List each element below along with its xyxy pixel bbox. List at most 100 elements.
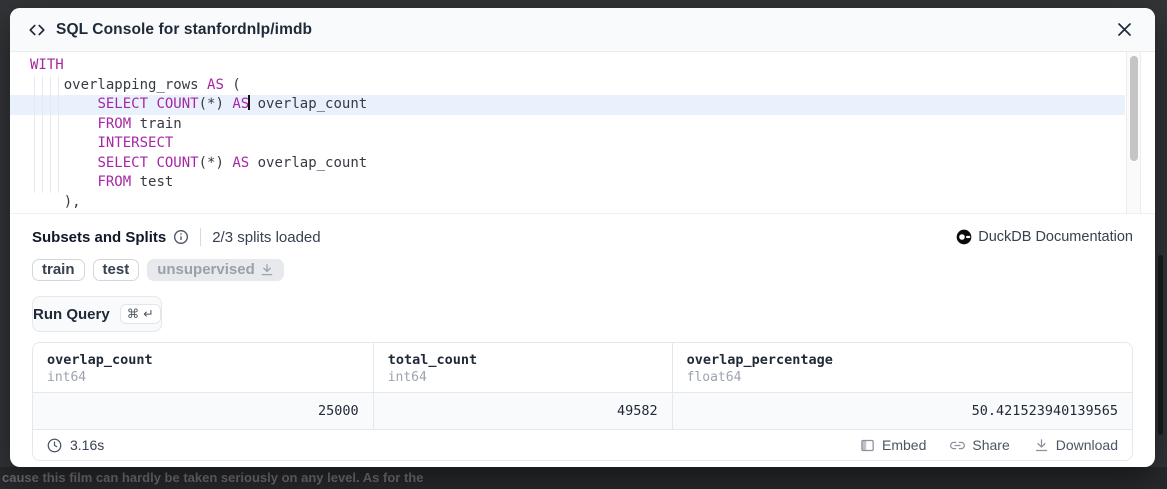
share-button[interactable]: Share [950, 437, 1010, 453]
editor-scrollbar-thumb[interactable] [1130, 56, 1138, 161]
download-icon [1034, 438, 1049, 453]
sql-keyword: AS [207, 76, 224, 93]
modal-header: SQL Console for stanfordnlp/imdb [10, 8, 1155, 52]
split-label: test [102, 261, 130, 278]
indent-guide [50, 76, 51, 193]
sql-text: ), [30, 193, 81, 210]
sql-keyword: WITH [30, 57, 64, 73]
code-line-active: SELECT COUNT(*) AS overlap_count [10, 95, 1125, 115]
download-label: Download [1055, 437, 1118, 453]
split-button-train[interactable]: train [32, 259, 85, 281]
close-button[interactable] [1111, 17, 1137, 43]
sql-editor[interactable]: WITH overlapping_rows AS ( SELECT COUNT(… [10, 52, 1155, 214]
duckdb-docs-label: DuckDB Documentation [978, 229, 1133, 245]
modal-title: SQL Console for stanfordnlp/imdb [56, 20, 313, 38]
sql-text [30, 116, 97, 132]
sql-text: train [131, 115, 182, 132]
sql-keyword: FROM [97, 174, 132, 190]
subsets-row: Subsets and Splits 2/3 splits loaded Duc… [32, 226, 1133, 248]
sql-text: test [131, 174, 174, 190]
sql-keyword: COUNT [156, 154, 199, 171]
keyboard-shortcut-badge: ⌘ ↵ [119, 304, 161, 324]
sql-text: overlap_count [249, 154, 368, 171]
sql-text: overlapping_rows [30, 76, 208, 93]
info-icon[interactable] [173, 229, 189, 245]
embed-button[interactable]: Embed [860, 437, 926, 453]
duckdb-logo-icon [956, 229, 972, 245]
code-line: SELECT COUNT(*) AS overlap_count [10, 154, 1125, 174]
split-button-test[interactable]: test [92, 259, 140, 281]
sql-console-modal: SQL Console for stanfordnlp/imdb WITH ov… [10, 8, 1155, 467]
sql-text: (*) [198, 154, 233, 171]
splits-loaded-status: 2/3 splits loaded [212, 228, 321, 246]
sql-text [30, 155, 97, 171]
sql-keyword: AS [232, 96, 250, 112]
share-label: Share [972, 437, 1010, 453]
split-button-unsupervised[interactable]: unsupervised [147, 259, 284, 281]
query-duration: 3.16s [47, 437, 104, 453]
column-name: overlap_count [47, 352, 153, 368]
column-header-total_count: total_count int64 [374, 343, 673, 392]
sql-text [30, 96, 97, 112]
column-type: int64 [47, 370, 87, 385]
sql-text [30, 174, 97, 190]
column-type: int64 [387, 370, 427, 385]
download-button[interactable]: Download [1034, 437, 1118, 453]
code-icon [28, 22, 46, 38]
code-line: overlapping_rows AS ( [10, 76, 1125, 96]
enter-key-icon: ↵ [143, 307, 154, 321]
sql-text: ( [223, 76, 241, 93]
code-line: FROM test [10, 173, 1125, 193]
footer-actions: Embed Share Download [860, 437, 1118, 453]
editor-scrollbar[interactable] [1126, 52, 1141, 213]
sql-keyword: SELECT [97, 154, 149, 171]
sql-keyword: COUNT [156, 96, 199, 112]
sql-keyword: FROM [97, 115, 132, 132]
indent-guide [34, 76, 35, 193]
split-label: train [42, 261, 75, 278]
sql-keyword: INTERSECT [97, 135, 174, 151]
text-cursor [248, 95, 250, 110]
duckdb-docs-link[interactable]: DuckDB Documentation [956, 229, 1133, 245]
code-line: WITH [10, 56, 1125, 76]
embed-icon [860, 438, 875, 453]
subsets-heading: Subsets and Splits [32, 228, 167, 246]
dimmed-page-text: cause this film can hardly be taken seri… [2, 470, 424, 485]
dimmed-page-background: cause this film can hardly be taken seri… [0, 467, 1167, 489]
run-query-label: Run Query [33, 305, 110, 323]
run-query-button[interactable]: Run Query ⌘ ↵ [32, 296, 162, 332]
code-line: INTERSECT [10, 134, 1125, 154]
indent-guide [42, 76, 43, 193]
table-cell: 25000 [33, 393, 374, 429]
splits-row: train test unsupervised [32, 257, 1133, 283]
column-type: float64 [686, 370, 742, 385]
page-scrollbar[interactable] [1158, 255, 1163, 435]
code-lines: WITH overlapping_rows AS ( SELECT COUNT(… [10, 56, 1155, 212]
code-line: ), [10, 193, 1125, 213]
clock-icon [47, 438, 62, 453]
download-icon [260, 263, 274, 277]
sql-text: (*) [198, 96, 233, 112]
embed-label: Embed [882, 437, 927, 453]
sql-text: overlap_count [249, 96, 368, 112]
column-name: total_count [387, 352, 478, 368]
sql-keyword: AS [232, 154, 250, 171]
close-icon [1117, 22, 1132, 37]
indent-guide [58, 76, 59, 193]
sql-text [30, 135, 97, 151]
code-line: FROM train [10, 115, 1125, 135]
table-cell: 50.421523940139565 [971, 403, 1118, 419]
table-cell: 49582 [374, 393, 673, 429]
sql-keyword: SELECT [97, 96, 149, 112]
column-header-overlap_percentage: overlap_percentage float64 [673, 343, 1132, 392]
split-label: unsupervised [157, 261, 255, 278]
share-icon [950, 438, 966, 453]
column-name: overlap_percentage [686, 352, 833, 368]
divider [200, 228, 202, 246]
query-duration-value: 3.16s [70, 437, 105, 453]
column-header-overlap_count: overlap_count int64 [33, 343, 374, 392]
results-footer: 3.16s Embed Share Download [33, 429, 1132, 460]
